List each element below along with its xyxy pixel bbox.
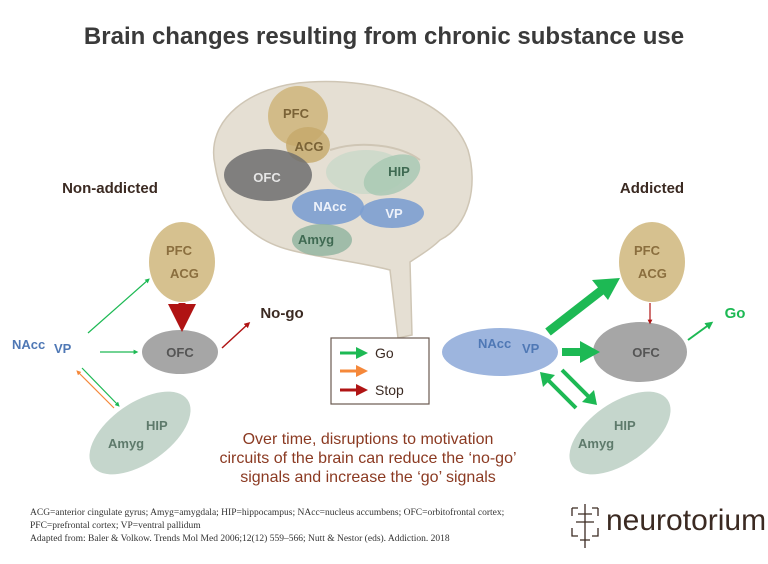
left-amyg-label: Amyg: [108, 436, 144, 451]
legend-go-label: Go: [375, 345, 394, 361]
page-title: Brain changes resulting from chronic sub…: [84, 23, 684, 50]
left-ofc-label: OFC: [166, 345, 194, 360]
addicted-circuit: PFC ACG OFC NAcc VP HIP Amyg Go: [442, 222, 746, 475]
non-addicted-circuit: PFC ACG OFC NAcc VP HIP Amyg No-go: [12, 222, 304, 475]
brain-hip-region: [363, 154, 421, 196]
right-amyg-label: Amyg: [578, 436, 614, 451]
right-ofc-label: OFC: [632, 345, 660, 360]
caption-line-2: circuits of the brain can reduce the ‘no…: [219, 450, 516, 467]
caption-line-3: signals and increase the ‘go’ signals: [240, 469, 496, 486]
right-nacc-vp-node: [442, 328, 558, 376]
legend: Go Stop: [330, 337, 430, 405]
left-acg-label: ACG: [170, 266, 199, 281]
brain-ofc-label: OFC: [253, 170, 281, 185]
no-go-label: No-go: [260, 305, 303, 322]
neurotorium-logo: neurotorium: [606, 504, 767, 537]
right-ofc-node: [593, 322, 687, 382]
neurotorium-logo-icon: [571, 504, 599, 548]
right-pfc-acg-node: [619, 222, 685, 302]
right-acg-label: ACG: [638, 266, 667, 281]
left-arrow-vp-to-pfc: [87, 278, 150, 334]
right-arrow-ofc-out: [687, 321, 714, 341]
left-hip-amyg-node: [89, 391, 191, 475]
right-hip-amyg-node: [569, 391, 671, 475]
left-pfc-label: PFC: [166, 243, 193, 258]
left-pfc-acg-node: [149, 222, 215, 302]
right-arrow-hip-to-vp: [540, 372, 555, 387]
left-vp-label: VP: [54, 341, 72, 356]
non-addicted-label: Non-addicted: [62, 180, 158, 197]
source-note: Adapted from: Baler & Volkow. Trends Mol…: [30, 534, 450, 544]
brain-pfc-label: PFC: [283, 106, 310, 121]
caption-line-1: Over time, disruptions to motivation: [243, 431, 494, 448]
brain-ofc-region: [224, 149, 312, 201]
brain-vp-region: [360, 198, 424, 228]
legend-stop-label: Stop: [375, 382, 404, 398]
left-arrow-ofc-out: [221, 321, 251, 349]
abbreviations-note: ACG=anterior cingulate gyrus; Amyg=amygd…: [30, 508, 505, 531]
left-hip-label: HIP: [146, 418, 168, 433]
addicted-label: Addicted: [620, 180, 684, 197]
brain-amyg-label: Amyg: [298, 232, 334, 247]
right-arrow-vp-to-hip: [582, 390, 597, 405]
brain-acg-label: ACG: [295, 139, 324, 154]
left-arrow-vp-to-hip: [81, 367, 120, 407]
brain-vp-label: VP: [385, 206, 403, 221]
left-arrow-hip-to-vp: [76, 370, 115, 409]
brain-amyg-region: [292, 224, 352, 256]
brain-acg-region: [286, 127, 330, 163]
right-pfc-label: PFC: [634, 243, 661, 258]
caption: Over time, disruptions to motivation cir…: [219, 431, 516, 486]
left-ofc-node: [142, 330, 218, 374]
right-arrow-vp-to-pfc: [545, 286, 605, 336]
go-label: Go: [725, 305, 746, 322]
left-nacc-label: NAcc: [12, 337, 45, 352]
brain-nacc-region: [292, 189, 364, 225]
right-hip-label: HIP: [614, 418, 636, 433]
brain-nacc-label: NAcc: [313, 199, 346, 214]
brain-hip-label: HIP: [388, 164, 410, 179]
right-nacc-label: NAcc: [478, 336, 511, 351]
brain-illustration: PFC ACG OFC HIP NAcc VP Amyg: [212, 80, 473, 339]
footnote: ACG=anterior cingulate gyrus; Amyg=amygd…: [30, 507, 560, 546]
right-vp-label: VP: [522, 341, 540, 356]
